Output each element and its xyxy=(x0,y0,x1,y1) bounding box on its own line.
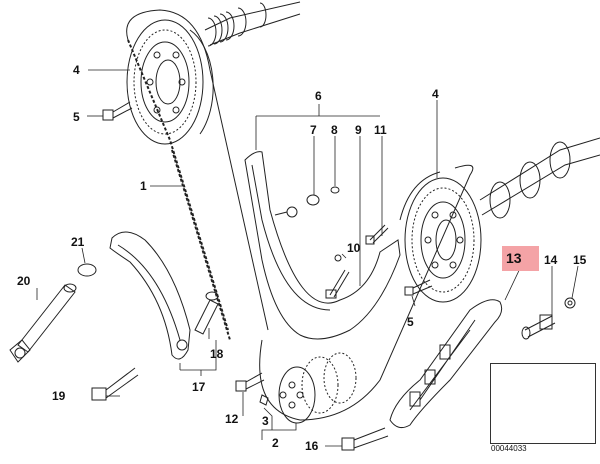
bolt-11 xyxy=(370,225,388,243)
callout-4-left[interactable]: 4 xyxy=(73,63,80,77)
callout-21[interactable]: 21 xyxy=(71,235,85,249)
crankshaft-sprocket xyxy=(279,353,356,423)
washer-10 xyxy=(335,255,341,261)
timing-chain xyxy=(127,10,473,420)
callout-17[interactable]: 17 xyxy=(192,380,206,394)
washer-7 xyxy=(307,195,319,205)
nut-15 xyxy=(565,298,575,308)
tensioner-rail xyxy=(110,232,190,359)
seal-ring xyxy=(78,264,96,276)
callout-13[interactable]: 13 xyxy=(506,250,522,266)
callout-19[interactable]: 19 xyxy=(52,389,66,403)
callout-6[interactable]: 6 xyxy=(315,89,322,103)
locator-inset xyxy=(490,363,596,444)
bolt-19 xyxy=(92,368,138,400)
callout-15[interactable]: 15 xyxy=(573,253,587,267)
callout-7[interactable]: 7 xyxy=(310,123,317,137)
callout-3[interactable]: 3 xyxy=(262,414,269,428)
callout-12[interactable]: 12 xyxy=(225,412,239,426)
highlighted-callout-box xyxy=(502,246,539,271)
chain-tensioner xyxy=(10,284,76,362)
bolt-right xyxy=(405,280,432,295)
left-camshaft-sprocket xyxy=(127,20,213,144)
clip-8 xyxy=(331,187,339,193)
bolt-9 xyxy=(330,270,349,297)
right-camshaft xyxy=(480,138,600,218)
callout-10[interactable]: 10 xyxy=(347,241,361,255)
guide-pin xyxy=(195,292,218,334)
upper-camshaft xyxy=(205,2,300,46)
right-camshaft-sprocket xyxy=(405,178,481,302)
callout-11[interactable]: 11 xyxy=(374,123,387,137)
key-3 xyxy=(260,395,268,405)
callout-8[interactable]: 8 xyxy=(331,123,338,137)
callout-4-right[interactable]: 4 xyxy=(432,87,439,101)
bolt-12 xyxy=(236,373,264,391)
callout-1[interactable]: 1 xyxy=(140,179,147,193)
callout-18[interactable]: 18 xyxy=(210,347,224,361)
callout-5-right[interactable]: 5 xyxy=(407,315,414,329)
pin-14 xyxy=(522,315,555,339)
slide-rail xyxy=(390,300,502,428)
bolt-16 xyxy=(342,428,388,450)
callout-2[interactable]: 2 xyxy=(272,436,279,450)
chain-guide-rail xyxy=(245,152,400,339)
callout-9[interactable]: 9 xyxy=(355,123,362,137)
bolt-left xyxy=(103,102,132,120)
callout-20[interactable]: 20 xyxy=(17,274,31,288)
callout-14[interactable]: 14 xyxy=(544,253,558,267)
callout-16[interactable]: 16 xyxy=(305,439,319,453)
diagram-code: 00044033 xyxy=(491,444,527,453)
callout-5-left[interactable]: 5 xyxy=(73,110,80,124)
